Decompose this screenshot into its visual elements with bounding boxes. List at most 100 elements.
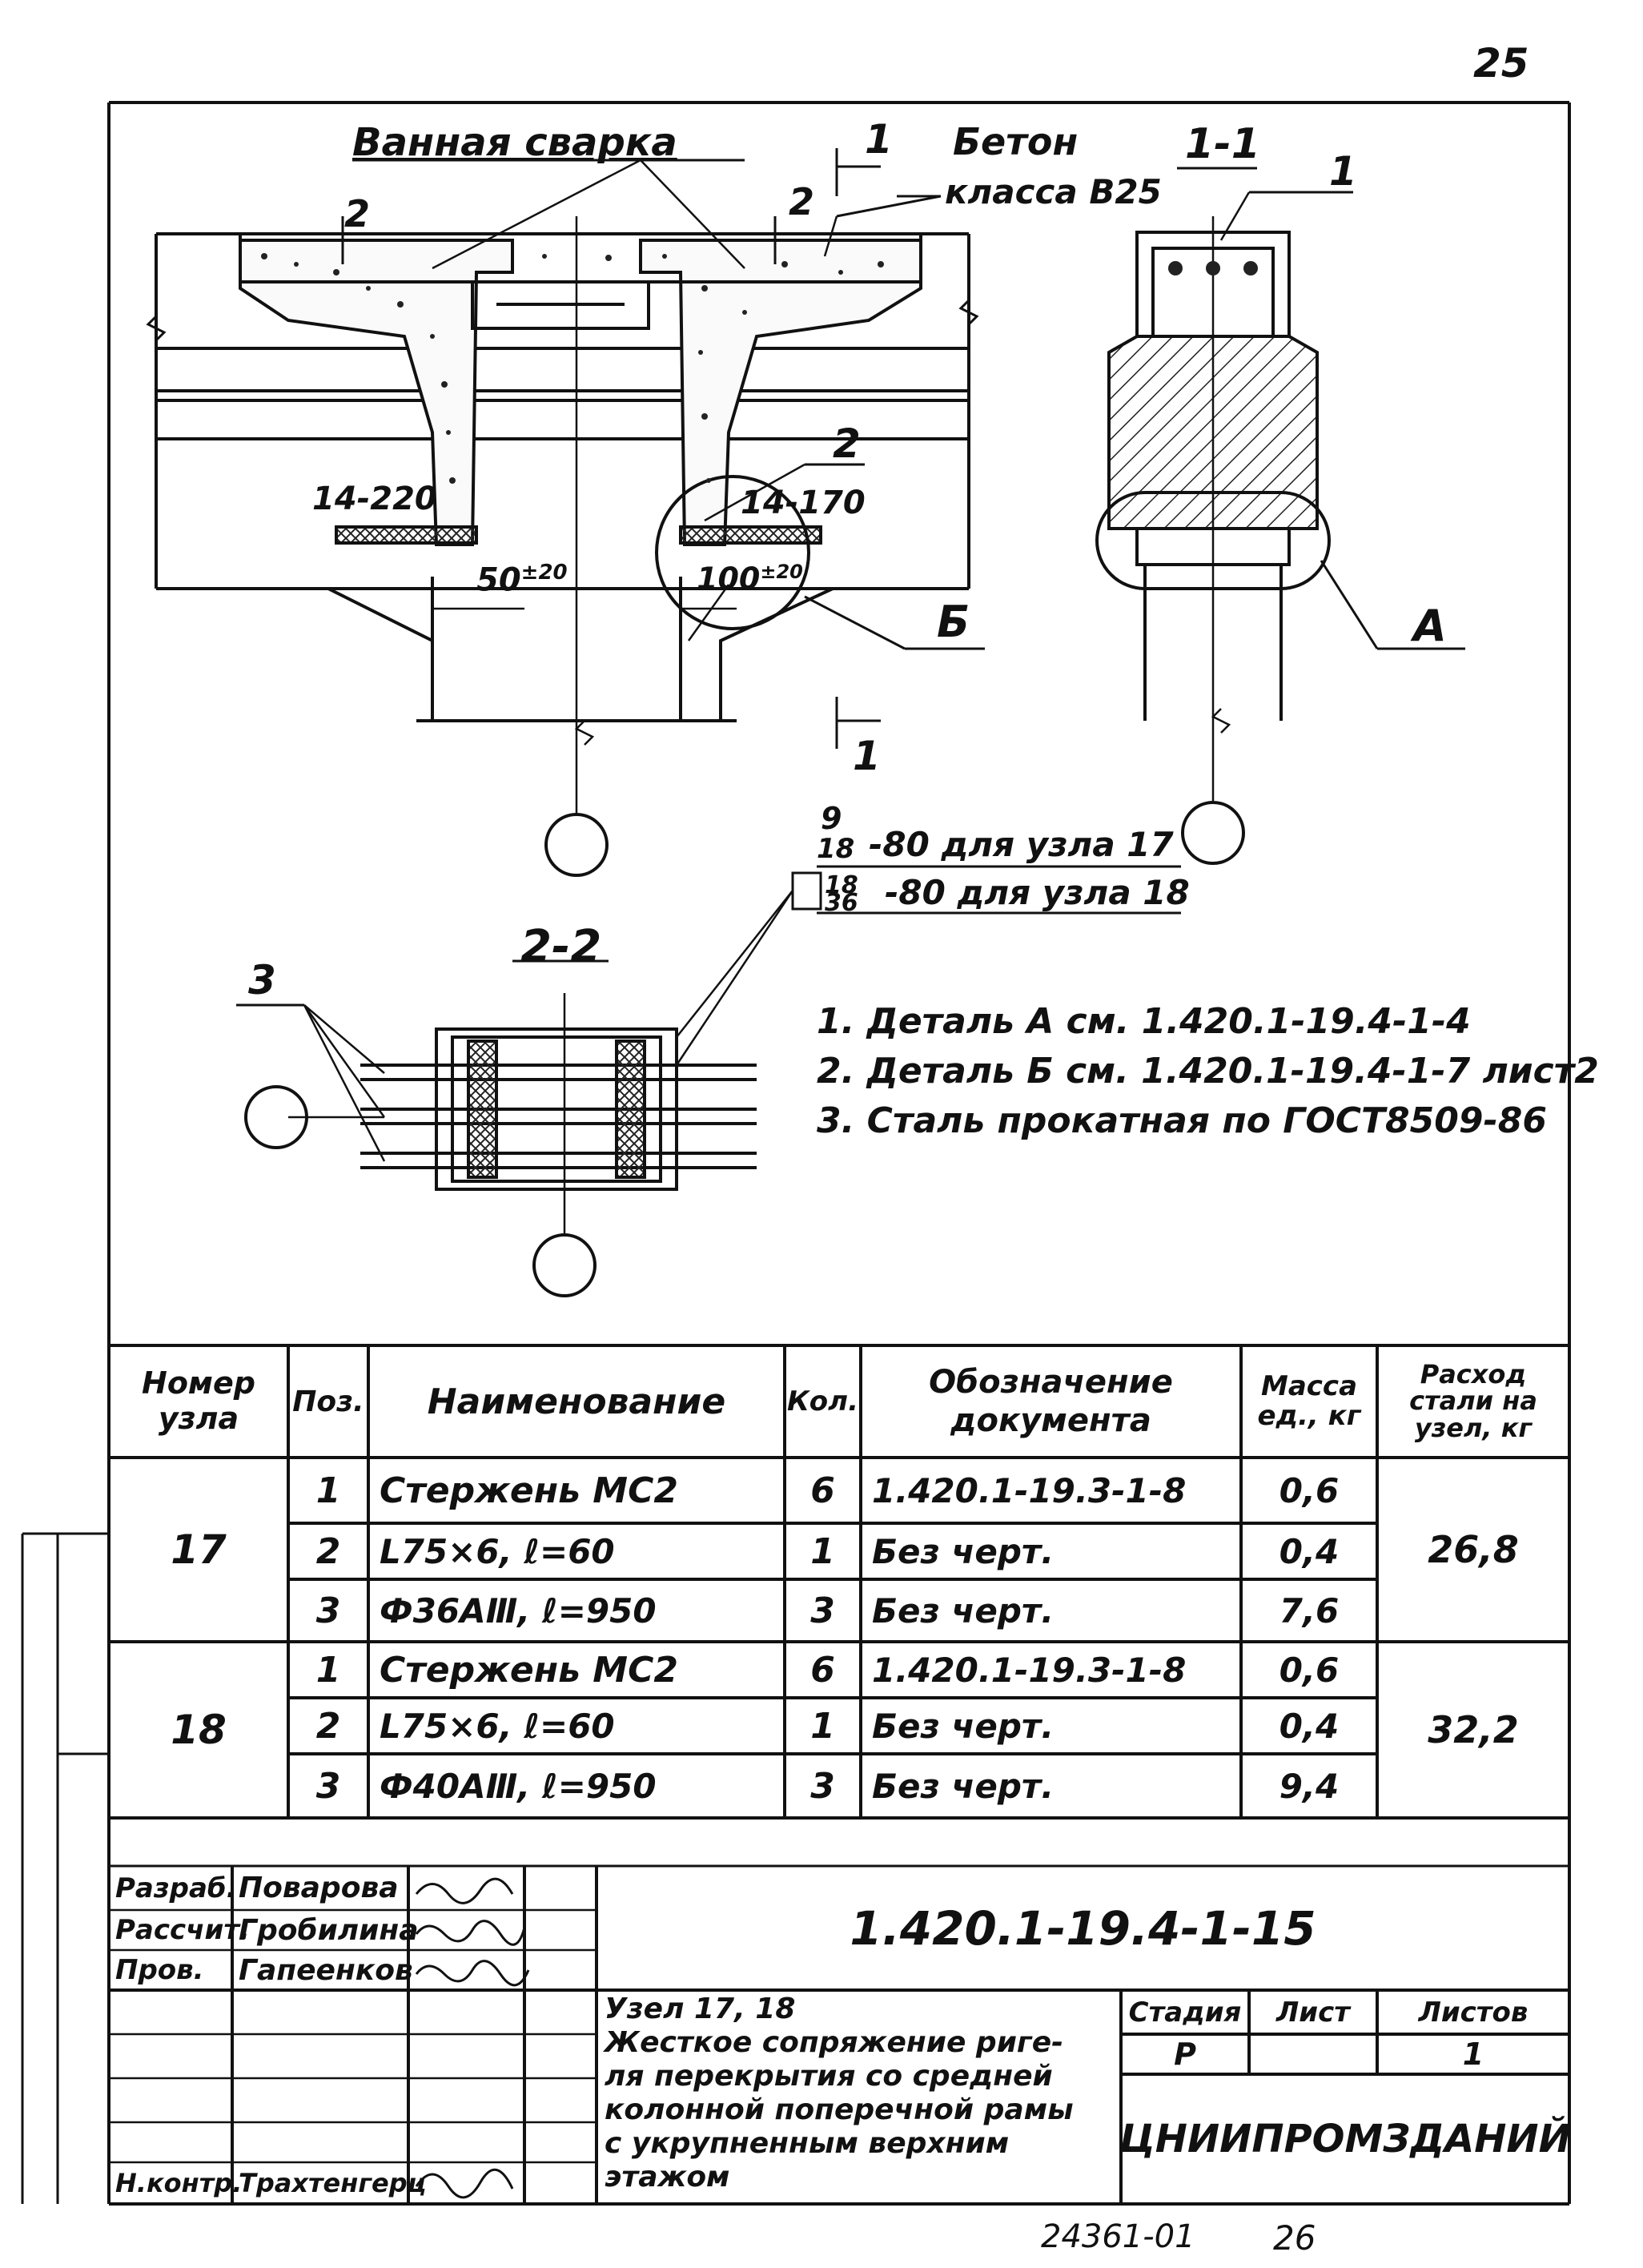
page-number: 25 (1473, 40, 1529, 86)
th-doc: Обозначение документа (929, 1364, 1173, 1439)
table-row-doc: Без черт. (872, 1590, 1054, 1631)
table-row-qty: 1 (810, 1530, 835, 1572)
table-row-pos: 1 (315, 1649, 341, 1691)
fraction-bottom-denominator: 36 (825, 889, 858, 917)
table-row-mass: 0,4 (1279, 1706, 1340, 1746)
section-mark-2-left: 2 (344, 192, 371, 235)
section-mark-2-right: 2 (789, 180, 815, 223)
stamp-name: Гробилина (239, 1913, 419, 1947)
table-row-name: Стержень МС2 (380, 1649, 678, 1691)
stamp-title-line: колонной поперечной рамы (605, 2093, 1074, 2126)
stamp-grid (109, 1864, 1569, 2204)
stamp-title-line: Узел 17, 18 (605, 1993, 796, 2025)
section-1-1-rebar (1168, 261, 1258, 275)
note-3: 3. Сталь прокатная по ГОСТ8509-86 (817, 1100, 1547, 1141)
section-2-2-view (236, 865, 1181, 1297)
table-row-qty: 6 (810, 1649, 835, 1691)
table-row-doc: 1.420.1-19.3-1-8 (872, 1470, 1187, 1510)
table-row-pos: 2 (315, 1705, 341, 1747)
steel-18: 32,2 (1428, 1708, 1519, 1751)
fraction-bottom-numerator: 18 (825, 871, 858, 899)
table-row-mass: 0,6 (1279, 1650, 1340, 1690)
concrete-texture (261, 253, 884, 484)
table-row-qty: 3 (810, 1590, 835, 1631)
fraction-top-numerator: 9 (821, 801, 842, 836)
stamp-title-line: Жесткое сопряжение риге- (605, 2026, 1064, 2059)
table-row-doc: Без черт. (872, 1706, 1054, 1746)
dim-left: 50±20 (476, 561, 568, 599)
label-concrete-line2: класса В25 (945, 172, 1162, 211)
table-row-name: Ф36АⅢ, ℓ=950 (380, 1590, 657, 1631)
node-17: 17 (171, 1526, 227, 1573)
bottom-code: 24361-01 (1041, 2218, 1195, 2255)
detail-a-label: А (1413, 601, 1447, 651)
stamp-stage: Р (1174, 2037, 1196, 2072)
fraction-top-text: -80 для узла 17 (869, 825, 1174, 864)
callout-3: 3 (248, 957, 276, 1003)
table-row-pos: 1 (315, 1470, 341, 1511)
fraction-top-denominator: 18 (817, 833, 855, 865)
stamp-sheets-label: Листов (1418, 1996, 1529, 2029)
table-row-name: Стержень МС2 (380, 1470, 678, 1511)
plate-right-label: 14-170 (741, 485, 866, 521)
th-qty: Кол. (787, 1385, 858, 1418)
th-mass: Масса ед., кг (1257, 1369, 1361, 1432)
stamp-stage-label: Стадия (1128, 1996, 1242, 2029)
section-mark-1-bottom: 1 (853, 733, 881, 779)
table-row-mass: 0,4 (1279, 1531, 1340, 1571)
left-stamp-strip (21, 1532, 109, 2204)
stamp-sheet-label: Лист (1276, 1996, 1350, 2029)
section-title-2-2: 2-2 (520, 921, 602, 973)
stamp-title-line: с укрупненным верхним (605, 2127, 1010, 2160)
table-row-doc: Без черт. (872, 1766, 1054, 1806)
label-concrete-line1: Бетон (953, 120, 1079, 163)
table-row-mass: 9,4 (1279, 1766, 1340, 1806)
table-row-pos: 3 (315, 1590, 341, 1631)
stamp-role: Разраб. (115, 1872, 237, 1904)
note-2: 2. Деталь Б см. 1.420.1-19.4-1-7 лист2 (817, 1051, 1599, 1092)
stamp-name: Гапеенков (239, 1953, 413, 1987)
table-row-pos: 3 (315, 1765, 341, 1807)
table-row-mass: 7,6 (1279, 1590, 1340, 1631)
table-row-name: Ф40АⅢ, ℓ=950 (380, 1766, 657, 1806)
stamp-designation: 1.420.1-19.4-1-15 (850, 1900, 1316, 1956)
stamp-organization: ЦНИИПРОМЗДАНИЙ (1119, 2117, 1571, 2161)
stamp-title-line: этажом (605, 2161, 730, 2194)
stamp-role: Рассчит. (115, 1914, 250, 1946)
table-row-name: L75×6, ℓ=60 (380, 1531, 615, 1571)
th-pos: Поз. (292, 1385, 364, 1418)
bottom-number: 26 (1273, 2218, 1316, 2258)
detail-b-label: Б (937, 597, 970, 647)
table-row-qty: 6 (810, 1470, 835, 1511)
table-row-doc: 1.420.1-19.3-1-8 (872, 1650, 1187, 1690)
dim-right: 100±20 (697, 561, 803, 597)
fraction-bottom-text: -80 для узла 18 (885, 873, 1190, 912)
stamp-control-name: Трахтенгерц (239, 2168, 427, 2198)
table-grid (109, 1345, 1569, 1820)
plate-left-label: 14-220 (312, 481, 437, 517)
table-row-doc: Без черт. (872, 1531, 1054, 1571)
section-title-1-1: 1-1 (1185, 120, 1260, 168)
stamp-title-line: ля перекрытия со средней (605, 2060, 1053, 2093)
stamp-role: Пров. (115, 1954, 204, 1986)
table-row-pos: 2 (315, 1530, 341, 1572)
table-row-name: L75×6, ℓ=60 (380, 1706, 615, 1746)
stamp-name: Поварова (239, 1872, 399, 1904)
stamp-control-role: Н.контр. (115, 2168, 243, 2198)
th-name: Наименование (427, 1381, 726, 1422)
callout-1: 1 (1329, 148, 1357, 195)
node-18: 18 (171, 1707, 227, 1753)
table-row-mass: 0,6 (1279, 1470, 1340, 1510)
note-1: 1. Деталь А см. 1.420.1-19.4-1-4 (817, 1001, 1471, 1042)
table-row-qty: 1 (810, 1705, 835, 1747)
frame (107, 101, 1571, 2206)
callout-2: 2 (833, 420, 861, 467)
elevation-view (146, 148, 985, 877)
th-node: Номер узла (142, 1365, 255, 1436)
label-bath-weld: Ванная сварка (352, 120, 677, 165)
table-row-qty: 3 (810, 1765, 835, 1807)
steel-17: 26,8 (1428, 1528, 1519, 1571)
stamp-sheets: 1 (1462, 2037, 1484, 2072)
